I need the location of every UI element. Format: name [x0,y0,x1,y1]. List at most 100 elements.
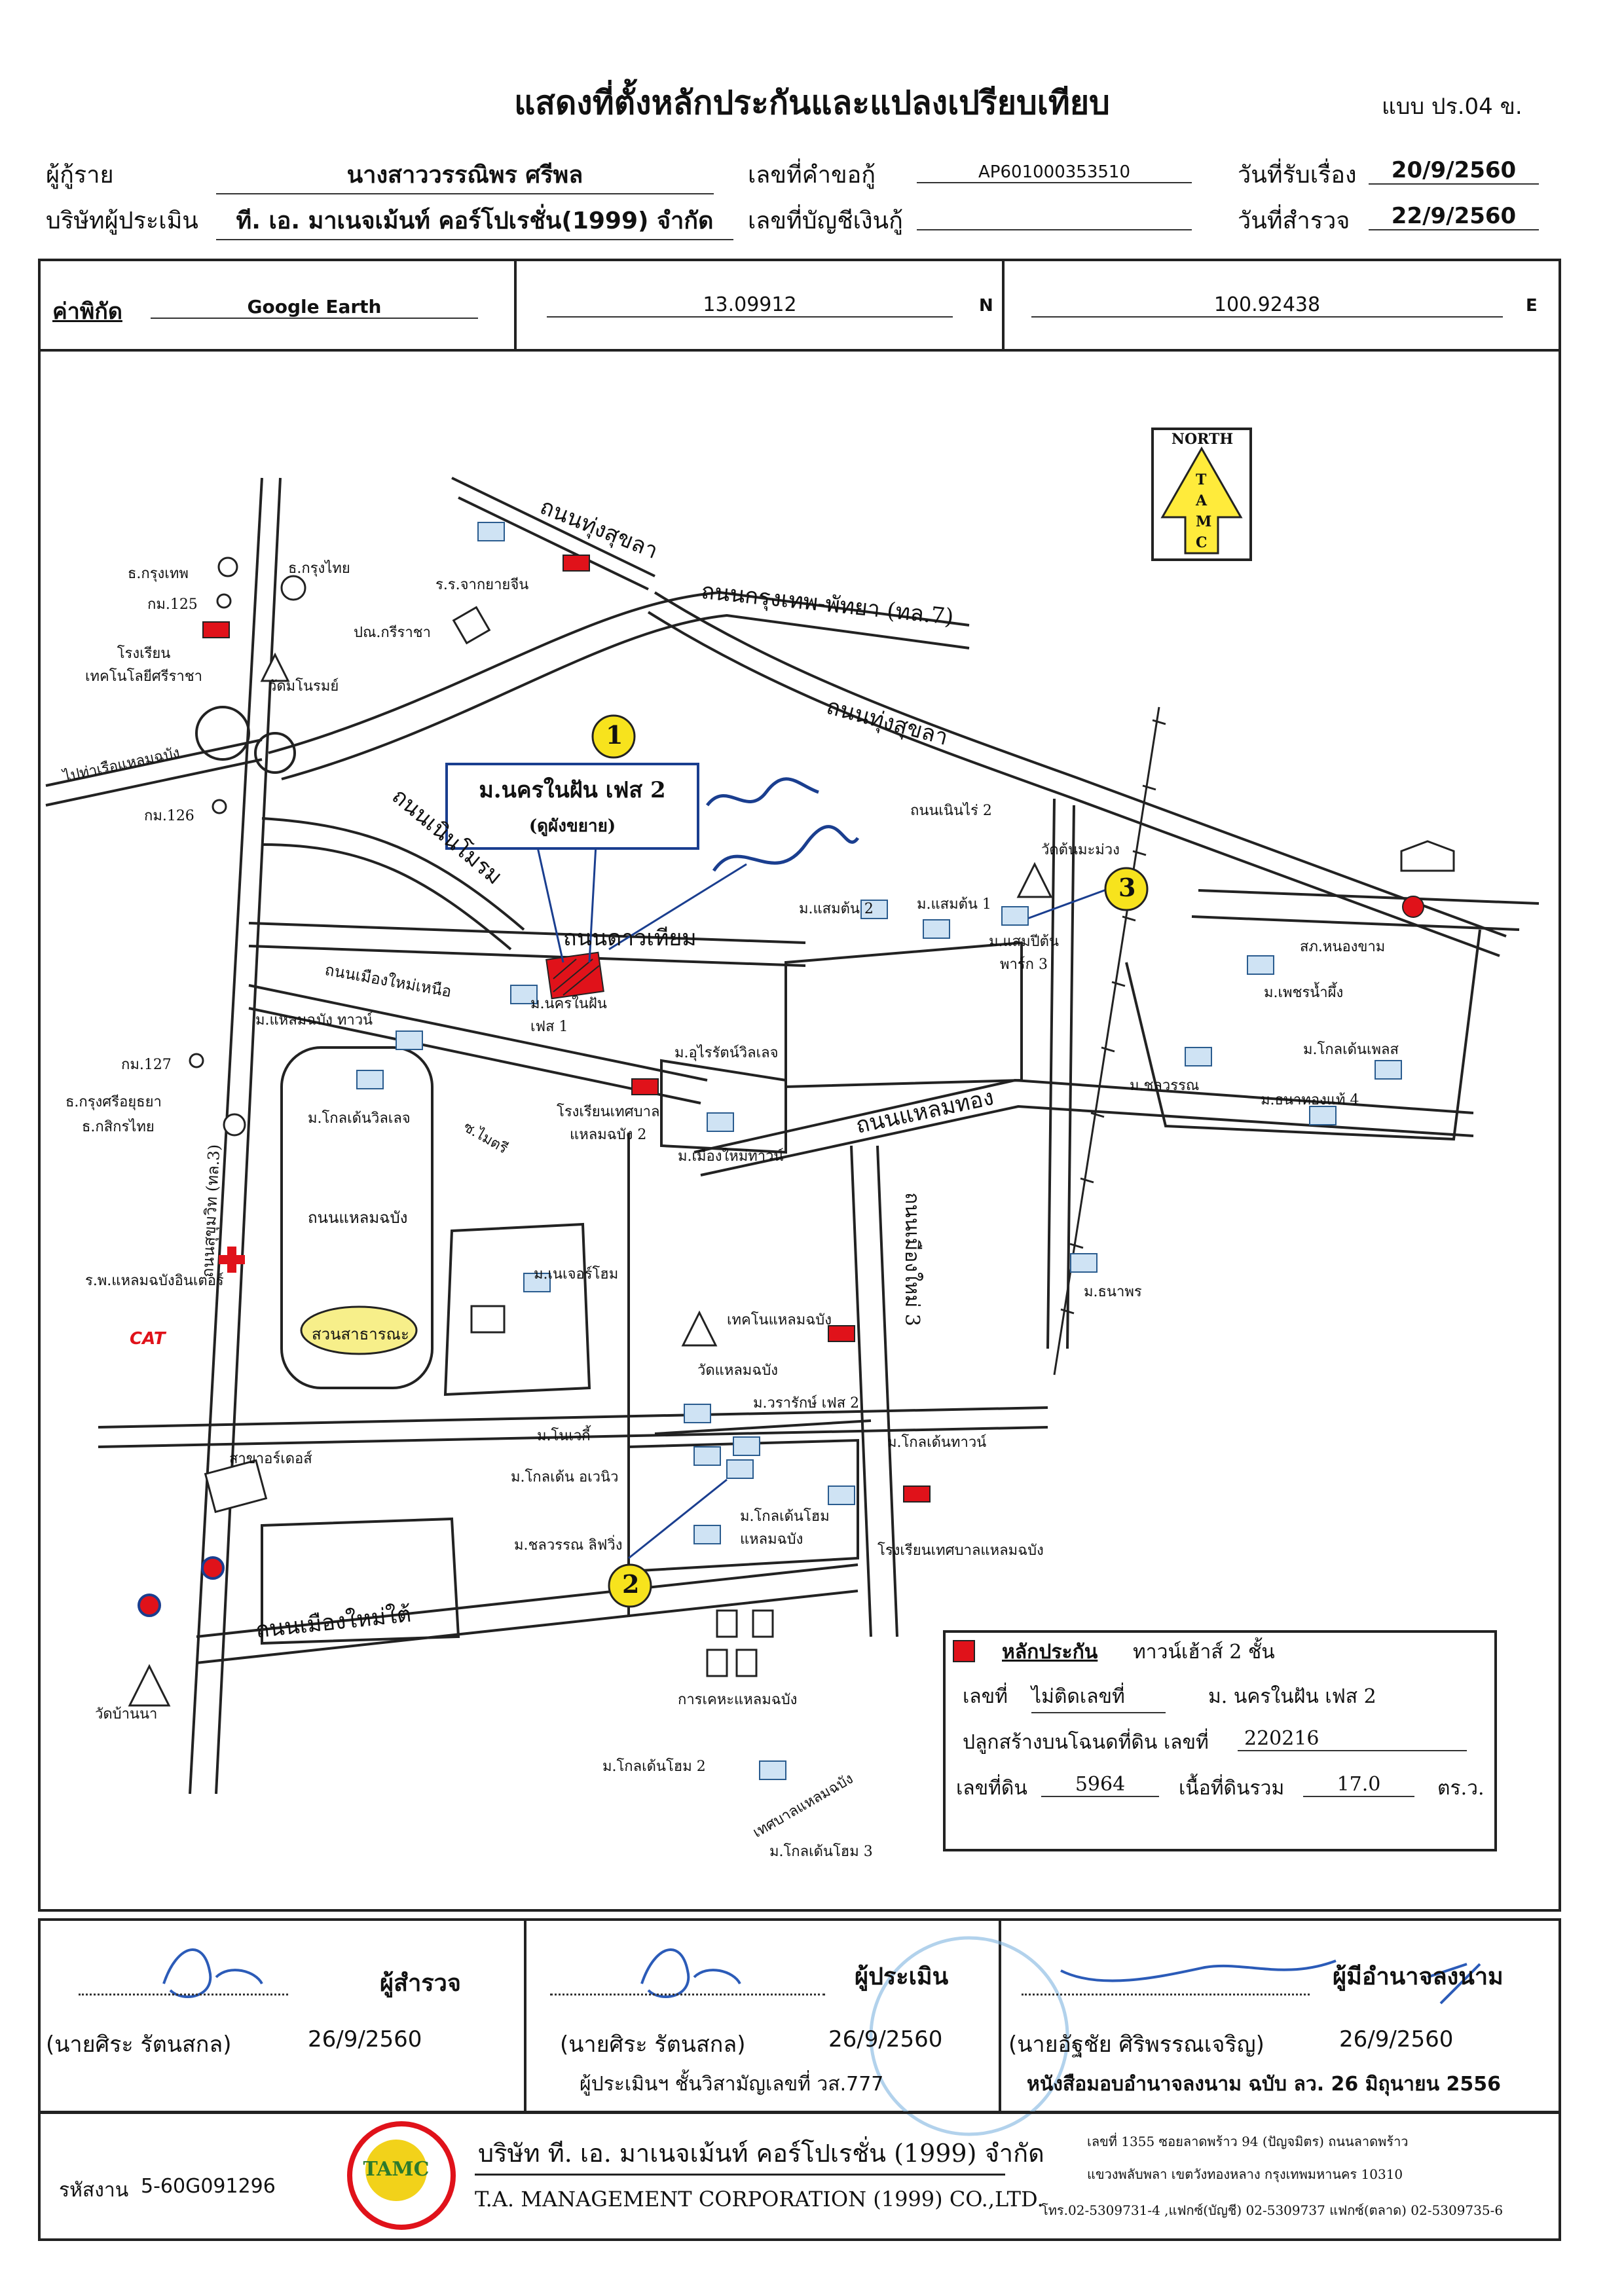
surveyor-role: ผู้สำรวจ [380,1970,461,1997]
coord-lat: 13.09912 [547,293,953,318]
flag-icons [202,555,931,1503]
road-to-port [45,738,263,787]
coord-lon-dir: E [1526,296,1538,316]
road-right-box [1125,929,1481,1141]
label-krungsri: ธ.กรุงศรีอยุธยา [65,1094,162,1110]
account-no-field [917,229,1192,230]
road-muang-mai-tai-2 [196,1590,858,1664]
label-kasikorn: ธ.กสิกรไทย [82,1119,155,1135]
collateral-patch [545,951,604,1000]
coord-separator-2 [1002,259,1005,350]
survey-date: 22/9/2560 [1369,203,1539,230]
page-title: แสดงที่ตั้งหลักประกันและแปลงเปรียบเทียบ [514,84,1110,122]
label-km125: กม.125 [147,596,198,613]
road-thung-sukhla-top-2 [458,496,649,591]
block-inner-1 [443,1222,591,1396]
legend-area-unit: ตร.ว. [1437,1777,1485,1800]
received-date-label: วันที่รับเรื่อง [1238,162,1357,189]
callout-pointer [536,844,597,963]
callout-subtitle: (ดูผังขยาย) [528,816,616,836]
police-building-icon [1400,840,1455,872]
label-m-thanathong4: ม.ธนาทองแท้ 4 [1261,1092,1359,1108]
label-krungthai: ธ.กรุงไทย [288,560,350,577]
appraiser-company: ที. เอ. มาเนจเม้นท์ คอร์โปเรชั่น(1999) จ… [216,202,733,240]
request-no: AP601000353510 [917,162,1192,183]
marker-2: 2 [622,1569,640,1599]
coord-divider [38,349,1559,352]
ptt-icon-2 [138,1594,161,1617]
surveyor-sign-line [79,1994,288,1995]
label-m-nature-home: ม.เนเจอร์โฮม [534,1266,619,1283]
label-m-golden-home: ม.โกลเด้นโฮม แหลมฉบัง [740,1508,830,1548]
road-right-2 [1066,805,1075,1349]
block-inner-6 [654,1419,872,1435]
label-bangkok-bank: ธ.กรุงเทพ [128,566,189,582]
road-label-laem-chabang-side: ถนนแหลมฉบัง [308,1209,408,1227]
legend-deed-label: ปลูกสร้างบนโฉนดที่ดิน เลขที่ [963,1731,1209,1754]
label-m-golden-avenue: ม.โกลเด้น อเวนิว [511,1469,619,1485]
coord-lat-dir: N [979,296,993,316]
company-name-underline [475,2174,1005,2176]
road-vert-2 [850,1145,872,1637]
account-no-label: เลขที่บัญชีเงินกู้ [748,208,903,234]
label-m-chonwan-living: ม.ชลวรรณ ลิฟวิ่ง [514,1537,623,1554]
marker-3-circle [1104,867,1149,911]
coord-source: Google Earth [151,296,478,319]
label-hospital: ร.พ.แหลมฉบังอินเตอร์ [85,1273,224,1289]
marker2-pointer [628,1478,728,1559]
label-m-nakhon-nai-fan-1: ม.นครในฝัน เฟส 1 [530,996,607,1035]
block-inner-4 [627,1438,859,1573]
road-right-1 [1046,798,1056,1349]
road-vert-3 [876,1145,898,1637]
label-police-nongkham: สภ.หนองขาม [1300,939,1386,955]
survey-date-label: วันที่สำรวจ [1238,208,1350,234]
coord-lon: 100.92438 [1031,293,1503,318]
park-oval [300,1305,418,1355]
collateral-hatch [553,958,600,996]
company-stamp [869,1936,1069,2136]
label-m-phetbanphueng: ม.เพชรน้ำผึ้ง [1264,985,1344,1001]
block-inner-2 [660,1059,787,1154]
signature-separator-1 [524,1918,526,2111]
map-signature [706,777,860,872]
roundabout-2 [254,732,296,774]
legend-land-no-label: เลขที่ดิน [956,1777,1027,1800]
surveyor-date: 26/9/2560 [308,2026,422,2052]
label-public-park: สวนสาธารณะ [312,1325,409,1343]
road-right-4 [1191,915,1520,931]
label-m-uthai: ม.อุไรรัตน์วิลเลจ [674,1045,779,1061]
road-thung-sukhla-mid [654,591,1507,938]
road-muang-mai-kang [98,1406,1048,1429]
label-school-laemchabang2: โรงเรียนเทศบาล แหลมฉบัง 2 [557,1104,660,1143]
label-m-golden-home2: ม.โกลเด้นโฮม 2 [602,1758,706,1775]
label-wat-ban-na: วัดบ้านนา [95,1706,158,1722]
road-dao-thiam [248,922,806,944]
road-muang-mai-kang-2 [98,1426,1048,1448]
block-inner-5 [261,1517,460,1645]
label-km127: กม.127 [121,1057,172,1073]
label-m-wararit2: ม.วรารักษ์ เฟส 2 [753,1395,860,1412]
road-laem-thong-2 [700,1104,1474,1176]
road-label-dao-thiam: ถนนดาวเทียม [563,925,697,951]
north-letter-a: A [1196,492,1208,509]
signature-appraiser [640,1948,741,1998]
borrower-label: ผู้กู้ราย [46,162,114,189]
authorizer-sign-line [1022,1994,1310,1995]
label-m-laemchabang-town: ม.แหลมฉบัง ทาวน์ [255,1012,373,1029]
label-m-golden-town: ม.โกลเด้นทาวน์ [887,1434,987,1451]
label-school-chakphanchin: ร.ร.จากยายจีน [435,577,529,593]
police-icon [1402,896,1424,918]
legend-area: 17.0 [1303,1773,1414,1797]
marker-2-circle [608,1563,652,1608]
road-bkk-pattaya-2 [281,613,970,780]
road-dao-thiam-2 [248,945,806,967]
house-icons [356,522,1402,1780]
block-park [280,1046,434,1389]
road-nonbrom-2 [261,843,512,951]
received-date: 20/9/2560 [1369,157,1539,185]
road-bkk-pattaya [268,591,970,754]
label-m-golden-home3: ม.โกลเด้นโฮม 3 [769,1844,873,1860]
road-to-port-2 [45,758,263,807]
